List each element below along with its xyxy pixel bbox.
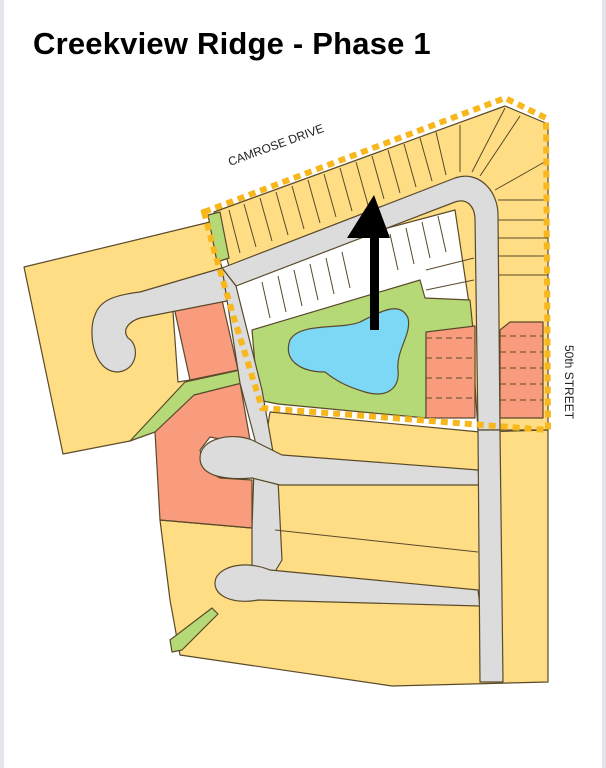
parcel-multifamily-east-1 bbox=[425, 325, 476, 419]
label-camrose-drive: CAMROSE DRIVE bbox=[226, 121, 325, 169]
park-strip-southwest bbox=[169, 607, 219, 653]
label-50th-street: 50th STREET bbox=[562, 345, 576, 420]
park-strip-north bbox=[207, 211, 230, 263]
lot-lines bbox=[159, 107, 549, 553]
window-frame-left bbox=[0, 0, 4, 768]
road-cross-south bbox=[214, 564, 481, 607]
stormwater-pond bbox=[287, 308, 410, 395]
page-title: Creekview Ridge - Phase 1 bbox=[33, 26, 431, 61]
road-50th-spur bbox=[477, 429, 504, 683]
road-cul-de-sac-middle bbox=[199, 436, 481, 486]
phase-1-boundary bbox=[200, 94, 552, 434]
north-arrow-icon bbox=[347, 195, 390, 330]
road-cul-de-sac-west bbox=[91, 267, 237, 373]
window-frame-right bbox=[602, 0, 606, 768]
